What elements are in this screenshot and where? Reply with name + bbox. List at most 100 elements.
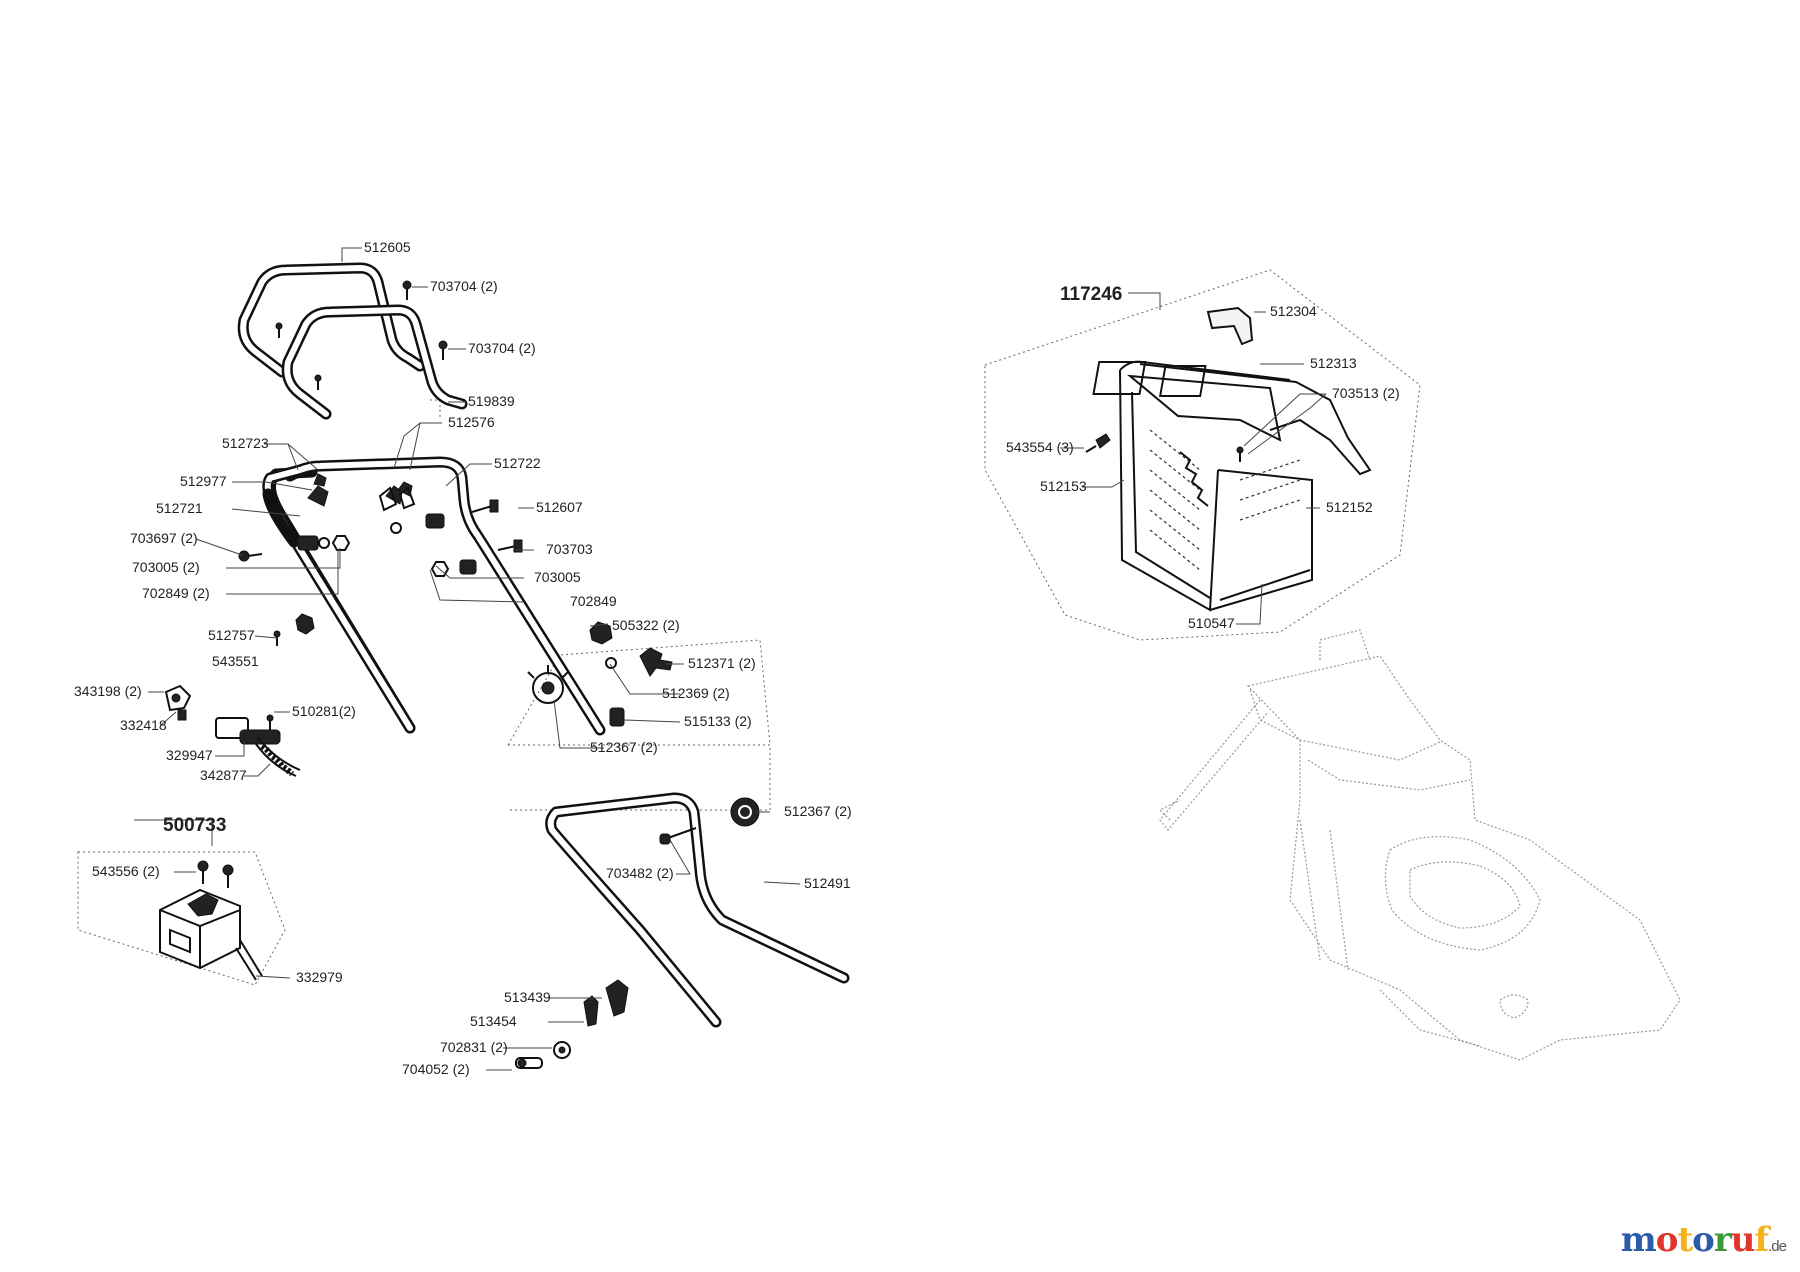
- part-labels: 512605 703704 (2) 703704 (2) 519839 5125…: [74, 239, 1400, 1077]
- label-505322: 505322 (2): [612, 617, 680, 633]
- cable-connector-icon: [215, 717, 301, 777]
- label-512607: 512607: [536, 499, 583, 515]
- bolt-icon: [471, 499, 499, 513]
- bolt-icon: [515, 1057, 543, 1069]
- label-512723: 512723: [222, 435, 269, 451]
- mower-icon: [1158, 629, 1681, 1061]
- brand-logo-tld: .de: [1768, 1238, 1787, 1255]
- label-703482: 703482 (2): [606, 865, 674, 881]
- bolt-icon: [659, 827, 697, 845]
- label-512721: 512721: [156, 500, 203, 516]
- brand-letter: u: [1730, 1220, 1756, 1260]
- handle-grip-icon: [1206, 306, 1254, 346]
- lower-handle-group-outline: [508, 744, 771, 811]
- label-702831: 702831 (2): [440, 1039, 508, 1055]
- brand-logo: motoruf.de: [1620, 1220, 1787, 1260]
- upper-handle-bar-icon: [237, 262, 468, 420]
- screw-icon: [275, 322, 283, 338]
- wheel-icon: [527, 665, 569, 704]
- label-703005-b: 703005: [534, 569, 581, 585]
- screw-icon: [273, 630, 281, 646]
- washer-icon: [553, 1041, 571, 1059]
- washer-icon: [318, 522, 617, 669]
- label-703704-b: 703704 (2): [468, 340, 536, 356]
- label-512153: 512153: [1040, 478, 1087, 494]
- screw-icon: [314, 374, 322, 390]
- brand-letter: t: [1677, 1220, 1693, 1260]
- label-512576: 512576: [448, 414, 495, 430]
- screw-icon: [222, 864, 234, 888]
- adjuster-block-icon: [297, 513, 477, 575]
- label-702849-a: 702849 (2): [142, 585, 210, 601]
- brand-letter: o: [1692, 1220, 1715, 1260]
- nut-icon: [331, 535, 450, 577]
- brand-letter: o: [1655, 1220, 1679, 1260]
- upper-lower-link-outline: [507, 639, 771, 746]
- label-329947: 329947: [166, 747, 213, 763]
- label-510547: 510547: [1188, 615, 1235, 631]
- label-703703: 703703: [546, 541, 593, 557]
- label-704052: 704052 (2): [402, 1061, 470, 1077]
- label-512371: 512371 (2): [688, 655, 756, 671]
- switch-box-outline: [77, 851, 286, 986]
- lever-icon: [378, 486, 416, 512]
- knob-icon: [295, 613, 315, 635]
- label-513439: 513439: [504, 989, 551, 1005]
- label-343198: 343198 (2): [74, 683, 142, 699]
- screw-icon: [266, 714, 274, 730]
- knob-icon: [589, 621, 613, 645]
- label-512722: 512722: [494, 455, 541, 471]
- grass-box-outline: [984, 269, 1421, 641]
- label-512367-b: 512367 (2): [784, 803, 852, 819]
- label-515133: 515133 (2): [684, 713, 752, 729]
- screw-icon: [197, 860, 209, 884]
- label-519839: 519839: [468, 393, 515, 409]
- label-703697: 703697 (2): [130, 530, 198, 546]
- group-titles: 117246 500733: [134, 284, 1160, 836]
- knob-icon: [639, 647, 673, 677]
- label-512757: 512757: [208, 627, 255, 643]
- label-510281: 510281(2): [292, 703, 356, 719]
- screw-icon: [1085, 433, 1111, 453]
- clamp-bracket-icon: [307, 473, 413, 507]
- screw-icon: [402, 280, 412, 300]
- label-543554: 543554 (3): [1006, 439, 1074, 455]
- label-703005-a: 703005 (2): [132, 559, 200, 575]
- label-332979: 332979: [296, 969, 343, 985]
- label-543551: 543551: [212, 653, 259, 669]
- label-512152: 512152: [1326, 499, 1373, 515]
- brand-letter: r: [1713, 1220, 1732, 1260]
- label-512977: 512977: [180, 473, 227, 489]
- label-703513: 703513 (2): [1332, 385, 1400, 401]
- group-title-switch-box: 500733: [163, 815, 226, 836]
- cable-clip-icon: [164, 684, 192, 721]
- label-512367-a: 512367 (2): [590, 739, 658, 755]
- label-332418: 332418: [120, 717, 167, 733]
- bolt-icon: [497, 539, 523, 553]
- label-702849-b: 702849: [570, 593, 617, 609]
- label-512491: 512491: [804, 875, 851, 891]
- bracket-lead: [430, 399, 441, 420]
- switch-icon: [159, 888, 263, 981]
- brand-letter: m: [1620, 1220, 1657, 1260]
- brand-letter: f: [1754, 1220, 1770, 1260]
- screw-icon: [438, 340, 448, 360]
- label-512304: 512304: [1270, 303, 1317, 319]
- label-342877: 342877: [200, 767, 247, 783]
- screw-icon: [1236, 446, 1244, 462]
- label-543556: 543556 (2): [92, 863, 160, 879]
- group-title-grass-box: 117246: [1060, 284, 1122, 305]
- spring-icon: [609, 707, 625, 727]
- label-512369: 512369 (2): [662, 685, 730, 701]
- brand-logo-letters: motoruf: [1620, 1220, 1770, 1260]
- clip-icon: [583, 979, 629, 1027]
- label-512605: 512605: [364, 239, 411, 255]
- bolt-icon: [238, 550, 263, 562]
- label-512313: 512313: [1310, 355, 1357, 371]
- label-513454: 513454: [470, 1013, 517, 1029]
- grass-box-icon: [1092, 360, 1372, 612]
- leader-lines: [134, 247, 1327, 1071]
- lower-handle-bar-icon: [545, 792, 850, 1028]
- label-703704-a: 703704 (2): [430, 278, 498, 294]
